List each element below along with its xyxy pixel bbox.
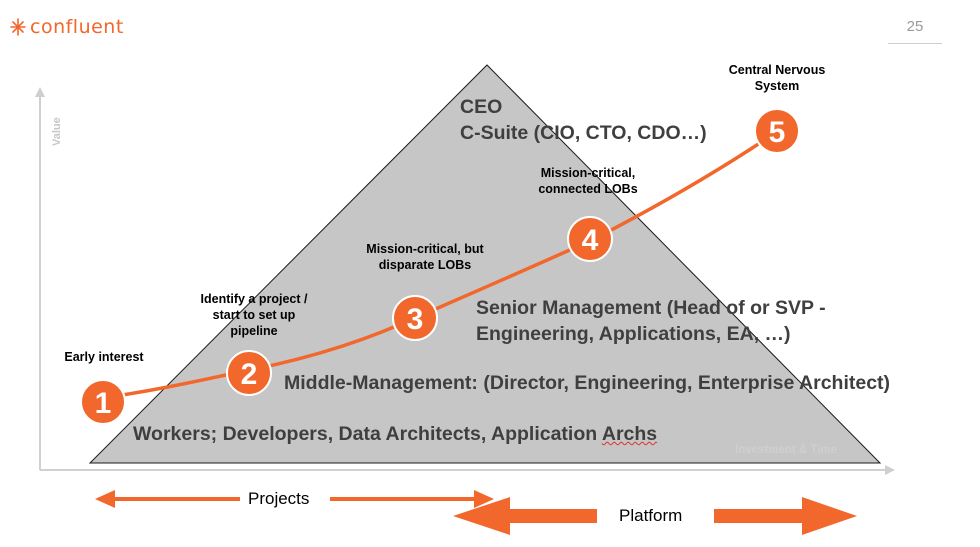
stage-label-2: Identify a project / start to set up pip…: [200, 292, 308, 338]
stage-number: 5: [769, 116, 786, 149]
logo-text: confluent: [30, 16, 124, 38]
stage-marker-4: 4: [567, 216, 613, 262]
confluent-logo-icon: [10, 18, 26, 36]
projects-arrow: [95, 490, 494, 508]
tier-senior-management: Senior Management (Head of or SVP - Engi…: [476, 297, 826, 345]
organization-pyramid: [88, 64, 882, 464]
stage-label-5: Central Nervous System: [728, 63, 826, 93]
stage-number: 1: [95, 387, 112, 420]
stage-marker-2: 2: [226, 350, 272, 396]
y-axis-label: Value: [51, 117, 63, 146]
tier-workers-archs: Archs: [601, 423, 658, 445]
stage-label-1: Early interest: [64, 350, 144, 364]
tier-workers: Workers; Developers, Data Architects, Ap…: [133, 421, 657, 447]
tier-executives: CEO C-Suite (CIO, CTO, CDO…): [460, 96, 707, 144]
stage-marker-1: 1: [80, 379, 126, 425]
stage-label-3: Mission-critical, but disparate LOBs: [366, 242, 484, 272]
page-number: 25: [906, 18, 924, 35]
stage-label-4: Mission-critical, connected LOBs: [538, 166, 638, 196]
stage-marker-3: 3: [392, 295, 438, 341]
stage-marker-5: 5: [754, 108, 800, 154]
tier-middle-management: Middle-Management: (Director, Engineerin…: [284, 372, 891, 394]
projects-label: Projects: [248, 489, 310, 508]
confluent-logo: confluent: [10, 12, 124, 42]
stage-number: 3: [407, 303, 424, 336]
page-number-underline: [888, 43, 942, 44]
platform-arrow: [453, 497, 857, 535]
stage-number: 2: [241, 358, 258, 391]
stage-number: 4: [582, 224, 599, 257]
platform-label: Platform: [619, 506, 683, 525]
x-axis-label: Investment & Time: [735, 444, 838, 456]
tier-workers-text: Workers; Developers, Data Architects, Ap…: [133, 423, 602, 445]
